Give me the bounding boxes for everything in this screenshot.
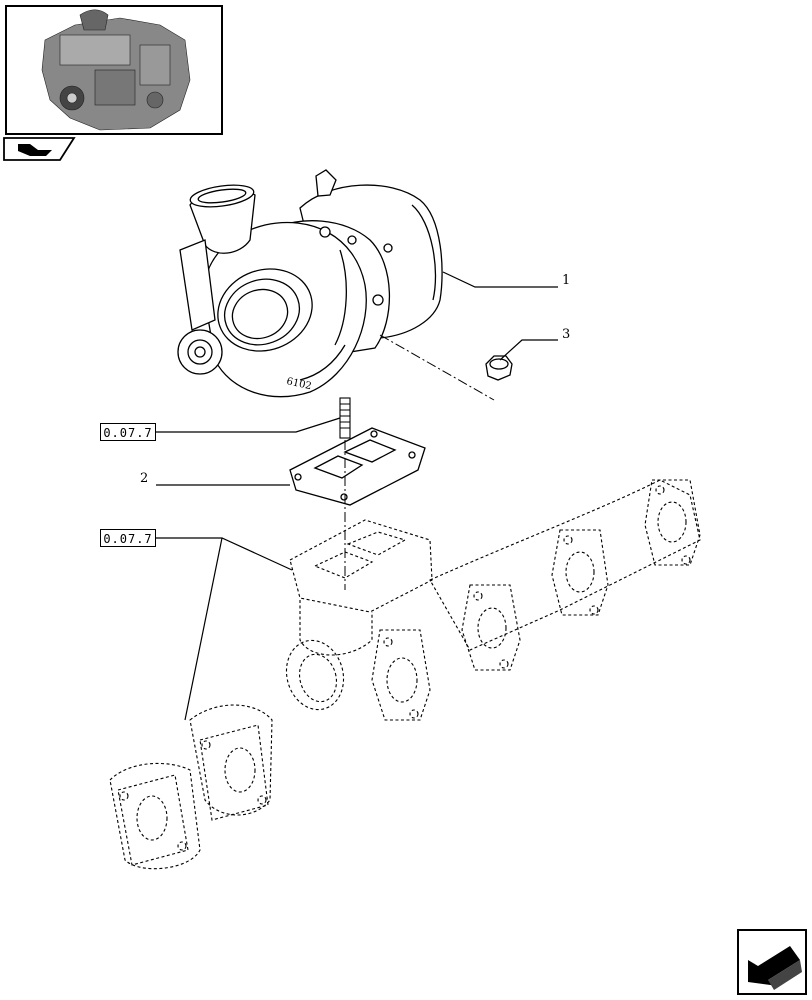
leader-lines [156, 271, 558, 721]
nut [485, 355, 513, 381]
next-page-button[interactable] [737, 929, 807, 995]
reference-link-lower[interactable]: 0.07.7 [100, 529, 156, 547]
assembly-guides [344, 334, 495, 590]
callout-part-1: 1 [562, 273, 571, 288]
turbocharger: 6102 [177, 169, 443, 398]
section-tab-icon [18, 144, 52, 156]
svg-text:6102: 6102 [285, 376, 312, 392]
section-tab[interactable] [3, 137, 76, 161]
gasket [289, 427, 426, 506]
callout-part-2: 2 [140, 471, 149, 486]
engine-thumbnail[interactable] [5, 5, 223, 135]
next-page-arrow-icon [748, 946, 802, 990]
engine-thumbnail-icon [41, 9, 191, 131]
reference-link-upper[interactable]: 0.07.7 [100, 423, 156, 441]
exhaust-manifold [285, 479, 701, 721]
front-manifold-section [109, 704, 273, 870]
stud [339, 397, 351, 439]
callout-part-3: 3 [562, 327, 571, 342]
